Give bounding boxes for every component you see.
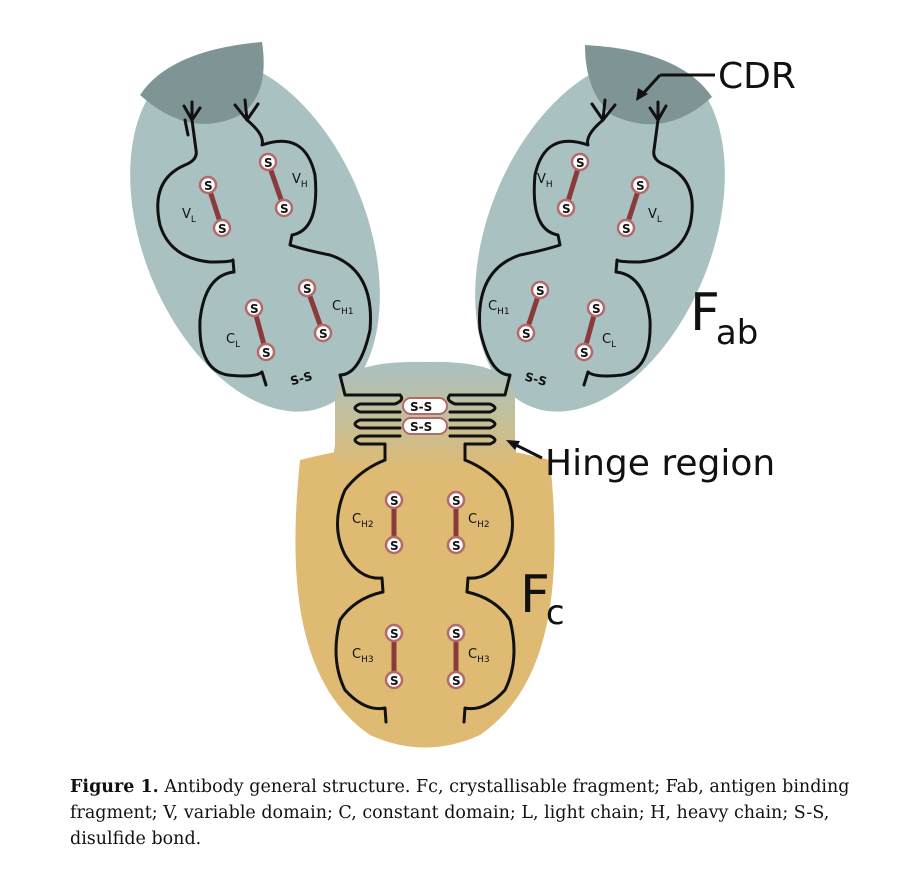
- svg-text:S: S: [218, 222, 227, 236]
- domain-label-vl-right: VL: [648, 207, 662, 225]
- svg-text:S: S: [390, 627, 399, 641]
- domain-label-ch3-right: CH3: [468, 647, 490, 665]
- disulfide-bond-ch3-left: S S: [384, 623, 404, 690]
- disulfide-bond-ch1-right: S S: [516, 280, 550, 343]
- svg-text:S: S: [536, 284, 545, 298]
- left-heavy-chain: [233, 98, 402, 397]
- svg-text:S: S: [452, 674, 461, 688]
- svg-text:S: S: [390, 539, 399, 553]
- fc-left-heavy-chain: [334, 458, 388, 724]
- disulfide-bond-ch2-right: S S: [446, 490, 466, 555]
- svg-text:S: S: [303, 282, 312, 296]
- right-light-chain: [582, 100, 694, 387]
- hinge-ss-bond-lower: S-S: [402, 417, 448, 435]
- disulfide-bond-vh-left: S S: [258, 152, 294, 218]
- ss-bond-label-right: S-S: [523, 370, 548, 389]
- disulfide-bond-vl-left: S S: [198, 175, 232, 238]
- svg-text:S: S: [319, 327, 328, 341]
- hinge-region-fill: [334, 361, 516, 470]
- svg-text:S: S: [452, 627, 461, 641]
- svg-text:S: S: [592, 302, 601, 316]
- svg-text:S: S: [280, 202, 289, 216]
- disulfide-bond-vh-right: S S: [556, 152, 590, 218]
- domain-label-ch2-left: CH2: [352, 512, 374, 530]
- cdr-callout: CDR: [636, 56, 796, 101]
- svg-text:S-S: S-S: [410, 420, 432, 434]
- svg-text:S: S: [562, 202, 571, 216]
- domain-label-ch1-left: CH1: [332, 299, 354, 317]
- domain-label-ch3-left: CH3: [352, 647, 374, 665]
- svg-text:S: S: [452, 494, 461, 508]
- disulfide-bond-ch1-left: S S: [297, 278, 333, 343]
- figure-caption: Figure 1. Antibody general structure. Fc…: [70, 774, 860, 852]
- domain-label-ch2-right: CH2: [468, 512, 490, 530]
- hinge-chain-loops: [353, 418, 497, 462]
- cdr-label: CDR: [718, 56, 796, 97]
- hinge-label: Hinge region: [545, 443, 775, 484]
- svg-text:S: S: [250, 302, 259, 316]
- disulfide-bond-ch2-left: S S: [384, 490, 404, 555]
- domain-label-ch1-right: CH1: [488, 299, 510, 317]
- fc-right-heavy-chain: [462, 458, 516, 724]
- svg-text:S: S: [636, 179, 645, 193]
- right-heavy-chain: [448, 98, 617, 397]
- antibody-diagram: S S S S S S S S S S S S S S S: [130, 42, 796, 748]
- figure-caption-text: Antibody general structure. Fc, crystall…: [70, 777, 850, 849]
- figure-caption-label: Figure 1.: [70, 777, 159, 797]
- fab-right-region: [475, 58, 725, 412]
- svg-text:S: S: [204, 179, 213, 193]
- svg-text:S: S: [576, 156, 585, 170]
- disulfide-bond-cl-left: S S: [244, 298, 276, 362]
- svg-text:S: S: [452, 539, 461, 553]
- svg-text:S: S: [390, 674, 399, 688]
- svg-text:S: S: [262, 346, 271, 360]
- hinge-ss-bond-upper: S-S: [402, 397, 448, 415]
- antigen-left: [140, 42, 264, 124]
- antigen-right: [585, 45, 712, 125]
- hinge-callout: Hinge region: [506, 440, 775, 484]
- domain-label-cl-right: CL: [602, 332, 616, 350]
- domain-label-vl-left: VL: [182, 207, 196, 225]
- domain-label-vh-left: VH: [292, 172, 308, 190]
- right-fab-hinge-chain: [446, 393, 497, 414]
- disulfide-bond-ch3-right: S S: [446, 623, 466, 690]
- disulfide-bond-vl-right: S S: [616, 175, 650, 238]
- svg-text:S: S: [580, 346, 589, 360]
- fc-label: Fc: [520, 565, 565, 633]
- disulfide-bond-cl-right: S S: [574, 298, 606, 362]
- left-fab-hinge-chain: [353, 393, 404, 414]
- fab-label: Fab: [690, 283, 758, 353]
- domain-label-cl-left: CL: [226, 332, 240, 350]
- svg-text:S: S: [522, 327, 531, 341]
- domain-label-vh-right: VH: [537, 172, 553, 190]
- svg-text:S: S: [390, 494, 399, 508]
- fc-region: [295, 444, 555, 748]
- svg-text:S-S: S-S: [410, 400, 432, 414]
- svg-text:S: S: [264, 156, 273, 170]
- svg-text:S: S: [622, 222, 631, 236]
- ss-bond-label-left: S-S: [289, 369, 314, 388]
- left-light-chain: [156, 100, 268, 387]
